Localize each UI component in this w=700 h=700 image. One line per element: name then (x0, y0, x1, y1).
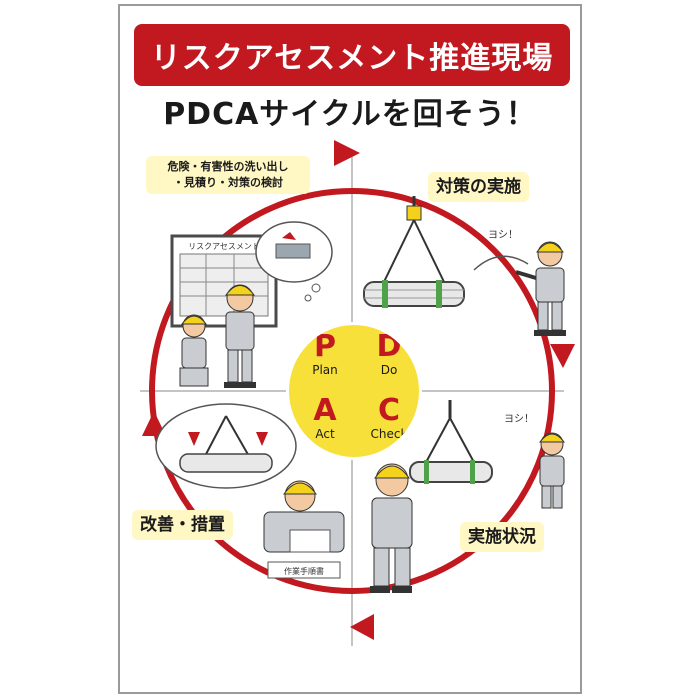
board-heading: リスクアセスメント (188, 242, 260, 251)
worker-figure-icon (370, 463, 413, 593)
worker-figure-icon (224, 284, 256, 388)
pdca-do-word: Do (380, 363, 398, 377)
instruction-sheet-label: 作業手順書 (284, 566, 324, 576)
do-step-label: 対策の実施 (436, 177, 521, 197)
pdca-act-word: Act (315, 427, 335, 441)
plan-step-line1: 危険・有害性の洗い出し (167, 160, 289, 173)
pdca-plan-letter: P (314, 329, 336, 364)
act-step-label: 改善・措置 (140, 515, 225, 535)
board-illustration: リスクアセスメント (170, 234, 278, 328)
hazard-thought-bubble (255, 221, 333, 302)
cycle-ring (149, 188, 555, 594)
pdca-do: D Do (357, 329, 419, 395)
pdca-plan-word: Plan (312, 363, 338, 377)
safety-sign: リスクアセスメント推進現場 PDCAサイクルを回そう！ リスクアセスメント (118, 4, 582, 694)
do-step-callout: 対策の実施 (428, 172, 529, 202)
cycle-arrow-icon (142, 140, 575, 640)
pdca-do-letter: D (376, 329, 402, 364)
crane-hook-icon (423, 400, 477, 467)
instruction-sheet: 作業手順書 (267, 561, 341, 579)
sign-title-banner: リスクアセスメント推進現場 (134, 24, 570, 86)
pdca-plan: P Plan (293, 331, 357, 395)
plan-step-callout: 危険・有害性の洗い出し ・見積り・対策の検討 (146, 156, 310, 194)
pdca-act: A Act (293, 393, 357, 457)
worker-figure-icon (515, 241, 566, 336)
plan-step-line2: ・見積り・対策の検討 (173, 176, 283, 189)
pdca-check-letter: C (377, 393, 401, 428)
act-step-callout: 改善・措置 (132, 510, 233, 540)
improvement-thought-bubble (155, 403, 297, 489)
pdca-center-disc: P Plan D Do A Act C Check (286, 322, 422, 460)
worker-figure-icon (263, 480, 345, 553)
shout-bottom: ヨシ！ (504, 414, 534, 425)
pdca-check: C Check (357, 393, 419, 457)
sign-title: リスクアセスメント推進現場 (150, 41, 554, 76)
pdca-act-letter: A (313, 393, 337, 428)
worker-figure-icon (179, 314, 209, 387)
pipe-bundle-icon (363, 280, 465, 308)
pdca-illustration: リスクアセスメント (140, 140, 575, 646)
shout-top: ヨシ！ (488, 230, 518, 241)
crane-hook-icon (381, 196, 447, 287)
pipe-bundle-icon (409, 460, 493, 484)
sign-subtitle: PDCAサイクルを回そう！ (163, 97, 537, 132)
check-step-callout: 実施状況 (460, 522, 544, 552)
worker-figure-icon (538, 432, 566, 509)
pdca-check-word: Check (370, 427, 408, 441)
check-step-label: 実施状況 (468, 527, 536, 547)
